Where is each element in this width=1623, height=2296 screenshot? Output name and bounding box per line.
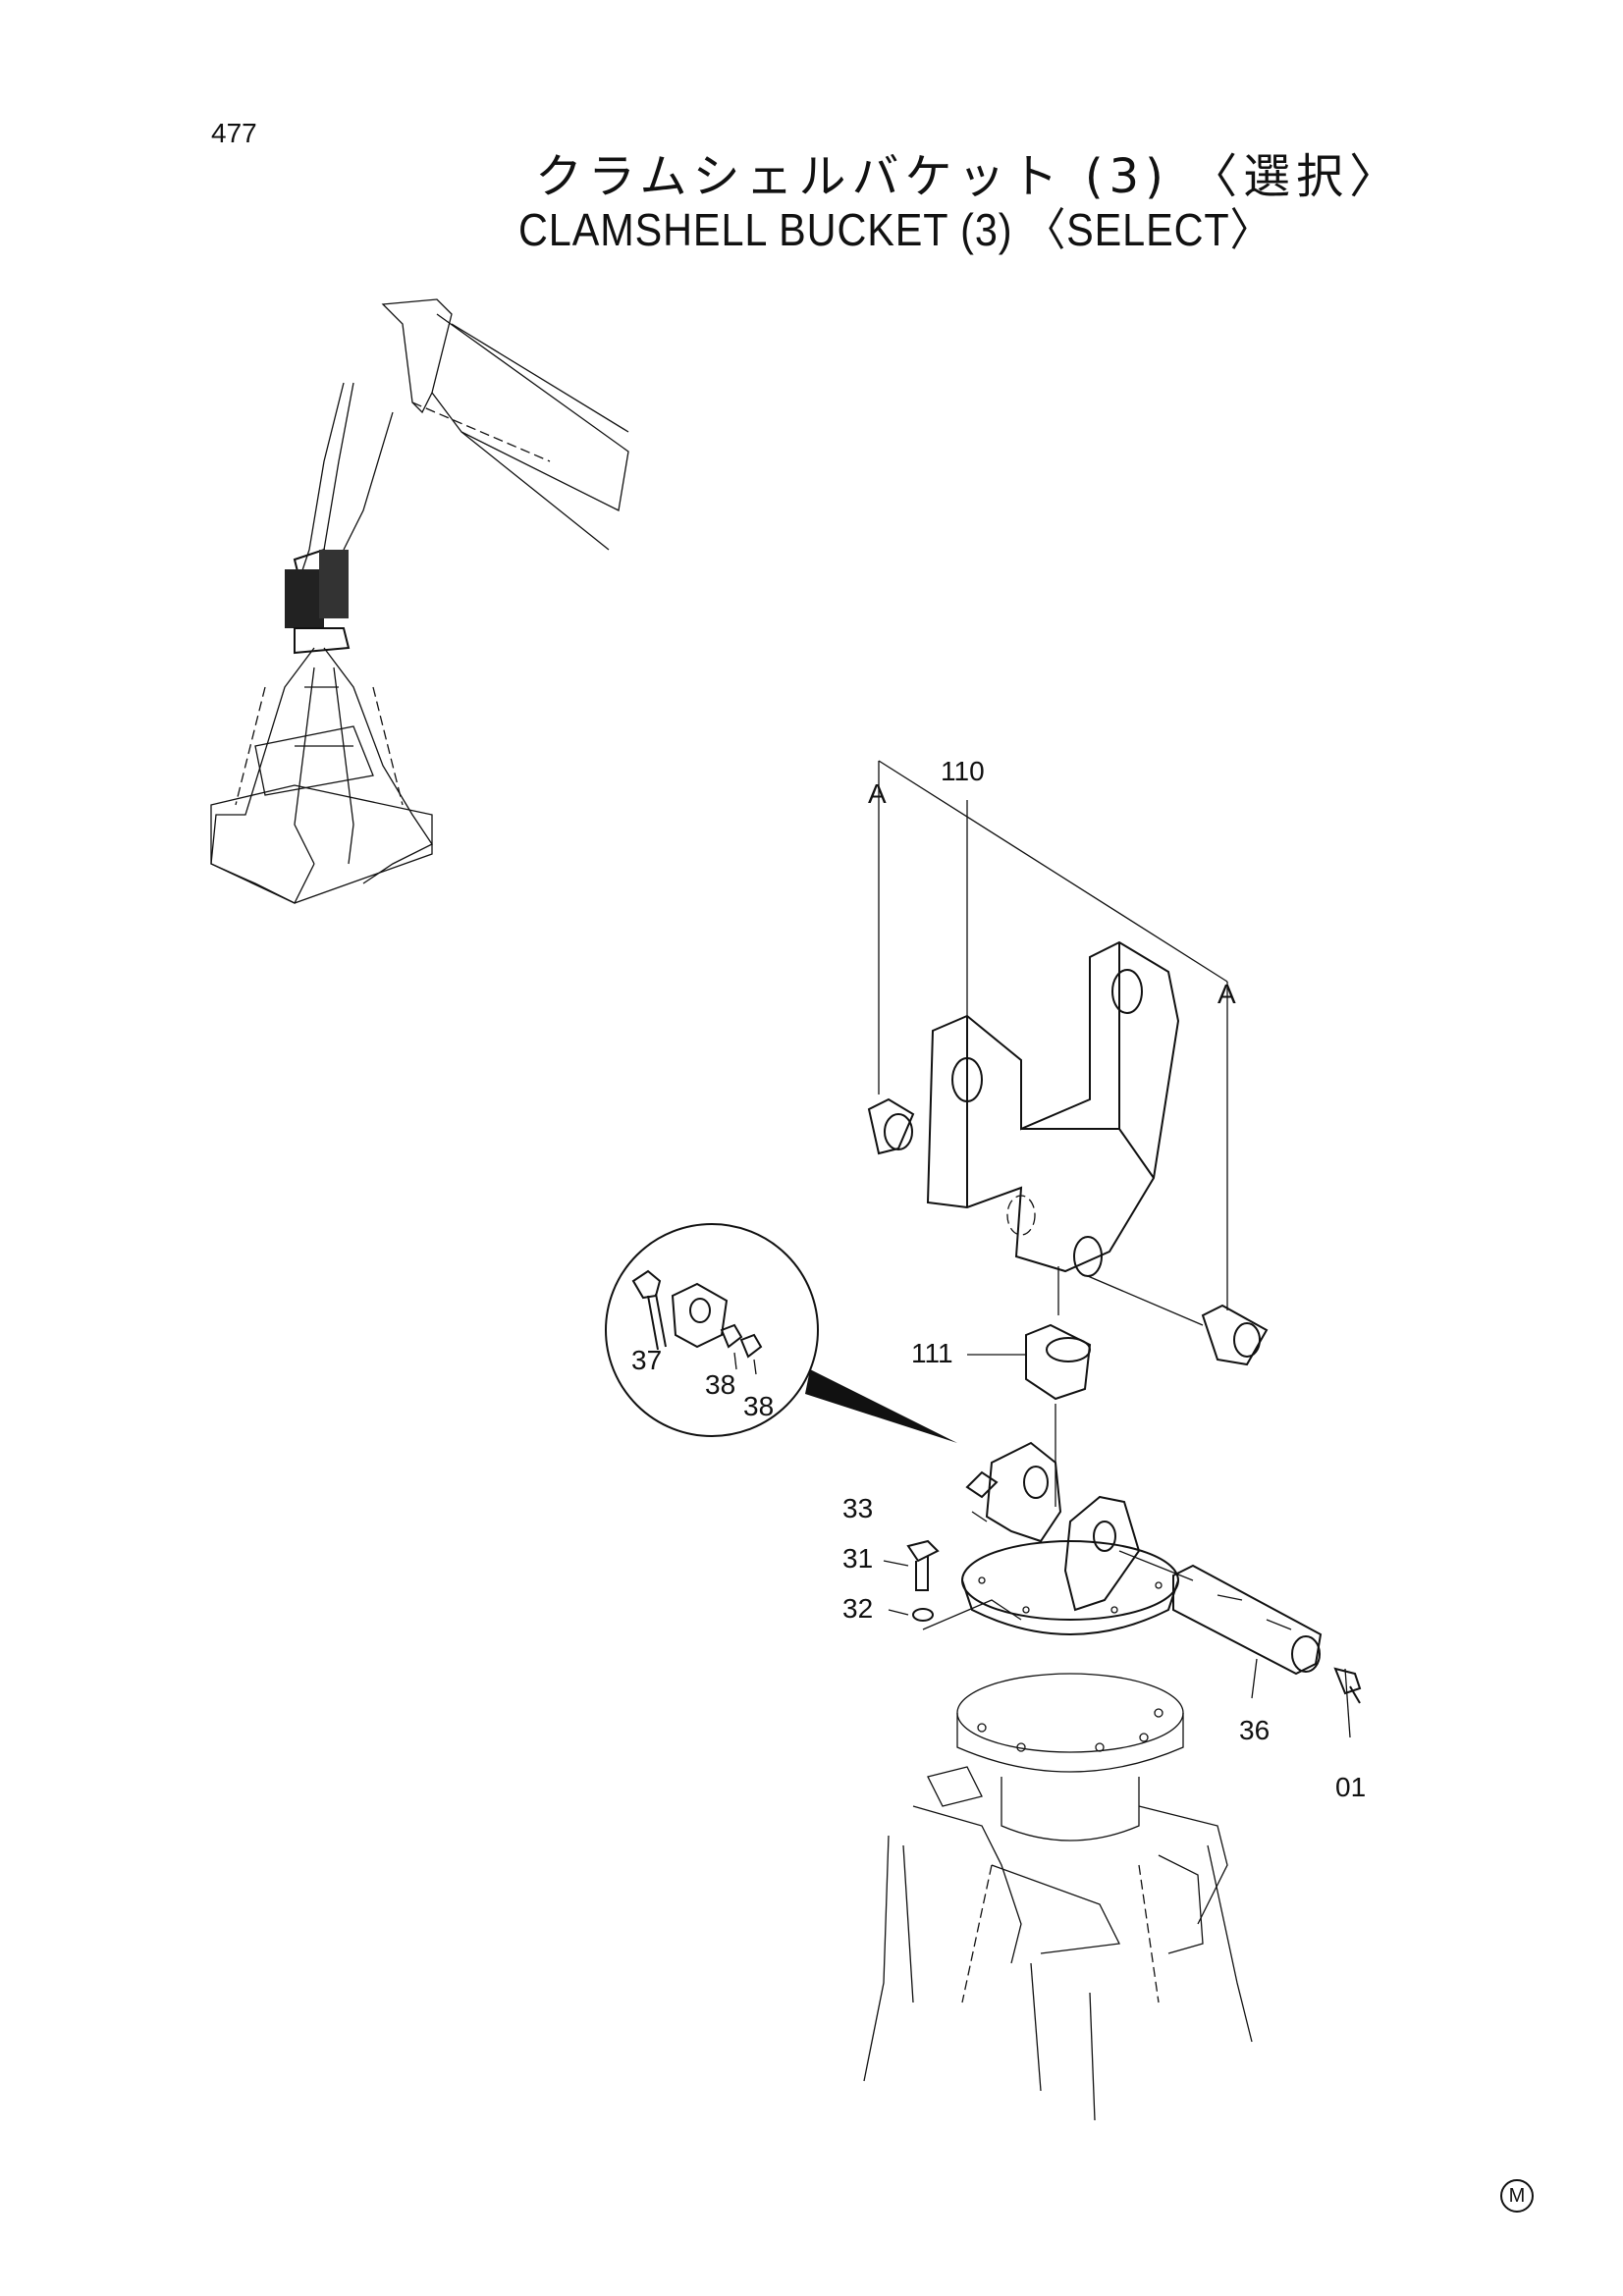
callout-a-left: A	[868, 778, 887, 809]
bracket-110	[926, 940, 1180, 1277]
washer-32	[912, 1608, 934, 1622]
callout-01: 01	[1335, 1772, 1366, 1802]
page-number: 477	[211, 118, 257, 148]
grease-fitting-01	[1333, 1667, 1362, 1704]
circled-m-mark: M	[1500, 2179, 1534, 2213]
bushing-left	[867, 1097, 915, 1155]
pin-36	[1172, 1564, 1323, 1676]
detail-circle	[605, 1223, 957, 1443]
title-japanese: クラムシェルバケット (3) 〈選択〉	[535, 149, 1403, 204]
callout-33: 33	[842, 1493, 873, 1523]
callout-110: 110	[941, 756, 985, 786]
callout-a-right: A	[1217, 979, 1236, 1009]
leader-lines	[878, 760, 1351, 1738]
callout-38-b: 38	[743, 1391, 774, 1421]
excavator-overview-illustration	[210, 298, 629, 904]
callout-36: 36	[1239, 1715, 1270, 1745]
bushing-right	[1201, 1304, 1269, 1366]
bushing-111	[1025, 1323, 1092, 1401]
bolt-31	[906, 1539, 940, 1591]
callout-111: 111	[911, 1338, 953, 1368]
callout-37: 37	[631, 1345, 662, 1375]
title-english: CLAMSHELL BUCKET (3) 〈SELECT〉	[518, 204, 1271, 255]
callout-32: 32	[842, 1593, 873, 1624]
base-plate-33	[961, 1441, 1179, 1635]
swivel-base-illustration	[863, 1673, 1253, 2121]
callout-38-a: 38	[705, 1369, 735, 1400]
callout-31: 31	[842, 1543, 873, 1574]
